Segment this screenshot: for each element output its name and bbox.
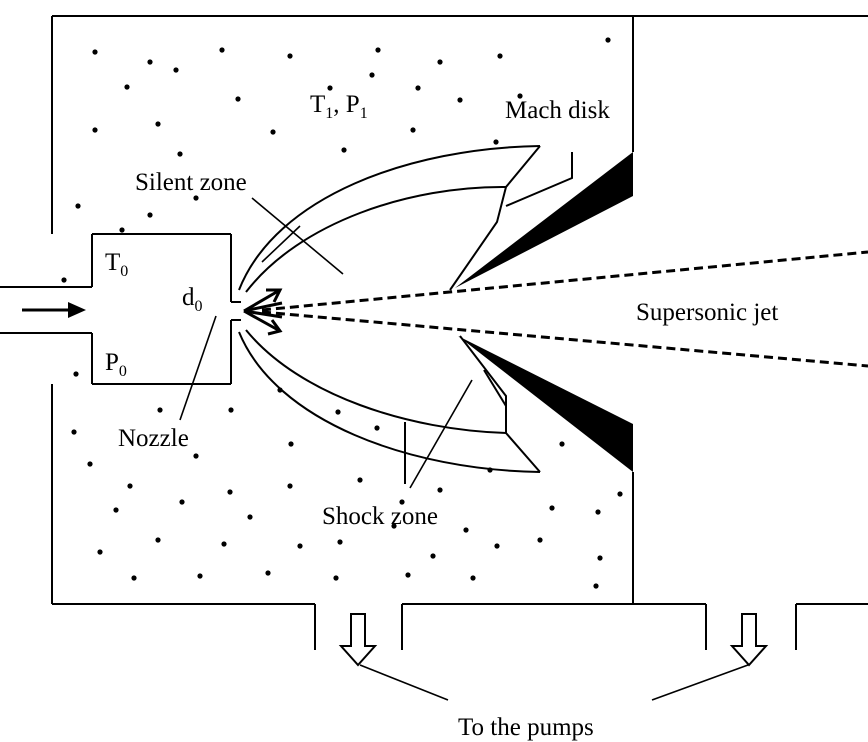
gas-molecule-dot xyxy=(391,523,397,529)
gas-molecule-dot xyxy=(410,127,416,133)
gas-molecule-dot xyxy=(335,409,341,415)
pump-arrow-icon xyxy=(338,613,378,667)
gas-molecule-dot xyxy=(147,59,153,65)
gas-molecule-dot xyxy=(399,499,405,505)
gas-molecule-dot xyxy=(193,453,199,459)
gas-molecule-dot xyxy=(61,277,67,283)
pumps-label: To the pumps xyxy=(458,714,594,741)
gas-molecule-dot xyxy=(71,429,77,435)
gas-molecule-dot xyxy=(219,47,225,53)
gas-molecule-dot xyxy=(597,555,603,561)
gas-molecule-dot xyxy=(228,407,234,413)
gas-molecule-dot xyxy=(333,575,339,581)
gas-molecule-dot xyxy=(457,97,463,103)
gas-molecule-dot xyxy=(288,441,294,447)
supersonic-jet-label: Supersonic jet xyxy=(636,299,778,326)
gas-molecule-dot xyxy=(437,487,443,493)
gas-molecule-dot xyxy=(119,227,125,233)
gas-molecule-dot xyxy=(277,387,283,393)
gas-molecule-dot xyxy=(173,67,179,73)
gas-molecule-dot xyxy=(127,483,133,489)
supersonic-jet-boundary xyxy=(261,250,868,368)
gas-molecule-dot xyxy=(227,489,233,495)
gas-molecule-dot xyxy=(337,539,343,545)
silent-zone-label: Silent zone xyxy=(135,169,247,196)
gas-molecule-dot xyxy=(124,84,130,90)
mach-disk-label: Mach disk xyxy=(505,97,610,124)
gas-molecule-dot xyxy=(92,49,98,55)
gas-molecule-dot xyxy=(157,407,163,413)
pump-arrow-icon xyxy=(729,613,769,667)
gas-molecule-dot xyxy=(369,72,375,78)
gas-molecule-dot xyxy=(415,85,421,91)
skimmer-upper-wedge xyxy=(455,152,633,288)
vacuum-chamber xyxy=(51,15,868,650)
gas-molecule-dot xyxy=(593,583,599,589)
gas-molecule-dot xyxy=(494,543,500,549)
gas-molecules xyxy=(61,37,623,589)
gas-molecule-dot xyxy=(405,572,411,578)
gas-molecule-dot xyxy=(517,93,523,99)
gas-molecule-dot xyxy=(177,151,183,157)
gas-molecule-dot xyxy=(430,553,436,559)
gas-molecule-dot xyxy=(327,85,333,91)
nozzle-label: Nozzle xyxy=(118,425,189,452)
gas-molecule-dot xyxy=(155,537,161,543)
gas-molecule-dot xyxy=(147,212,153,218)
shock-zone-label: Shock zone xyxy=(322,503,438,530)
gas-molecule-dot xyxy=(247,514,253,520)
gas-molecule-dot xyxy=(617,491,623,497)
gas-molecule-dot xyxy=(75,203,81,209)
gas-molecule-dot xyxy=(287,53,293,59)
gas-molecule-dot xyxy=(559,441,565,447)
gas-molecule-dot xyxy=(193,195,199,201)
inflow-arrow-icon xyxy=(22,302,86,318)
gas-molecule-dot xyxy=(437,59,443,65)
nozzle-diameter-label: d0 xyxy=(182,284,203,315)
gas-molecule-dot xyxy=(73,371,79,377)
gas-molecule-dot xyxy=(97,549,103,555)
gas-molecule-dot xyxy=(221,541,227,547)
gas-molecule-dot xyxy=(549,505,555,511)
gas-molecule-dot xyxy=(487,467,493,473)
gas-molecule-dot xyxy=(197,573,203,579)
source-temperature-label: T0 xyxy=(105,249,128,280)
skimmer-lower-wedge xyxy=(458,336,633,472)
gas-molecule-dot xyxy=(155,121,161,127)
gas-molecule-dot xyxy=(374,425,380,431)
gas-molecule-dot xyxy=(87,461,93,467)
gas-molecule-dot xyxy=(537,537,543,543)
gas-molecule-dot xyxy=(357,477,363,483)
gas-molecule-dot xyxy=(605,37,611,43)
gas-molecule-dot xyxy=(235,96,241,102)
leader-lines xyxy=(179,197,749,701)
gas-molecule-dot xyxy=(92,127,98,133)
gas-molecule-dot xyxy=(493,139,499,145)
source-pressure-label: P0 xyxy=(105,349,127,380)
gas-molecule-dot xyxy=(270,129,276,135)
gas-molecule-dot xyxy=(497,53,503,59)
gas-reservoir xyxy=(0,233,241,385)
gas-molecule-dot xyxy=(470,575,476,581)
gas-molecule-dot xyxy=(265,570,271,576)
chamber-conditions-label: T1, P1 xyxy=(310,91,368,122)
gas-molecule-dot xyxy=(179,499,185,505)
gas-molecule-dot xyxy=(595,509,601,515)
gas-molecule-dot xyxy=(463,527,469,533)
gas-molecule-dot xyxy=(341,147,347,153)
gas-molecule-dot xyxy=(375,47,381,53)
gas-molecule-dot xyxy=(287,483,293,489)
gas-molecule-dot xyxy=(113,507,119,513)
gas-molecule-dot xyxy=(297,543,303,549)
nozzle-exit-arrows-icon xyxy=(243,288,283,336)
gas-molecule-dot xyxy=(131,575,137,581)
barrel-shock xyxy=(238,145,573,484)
